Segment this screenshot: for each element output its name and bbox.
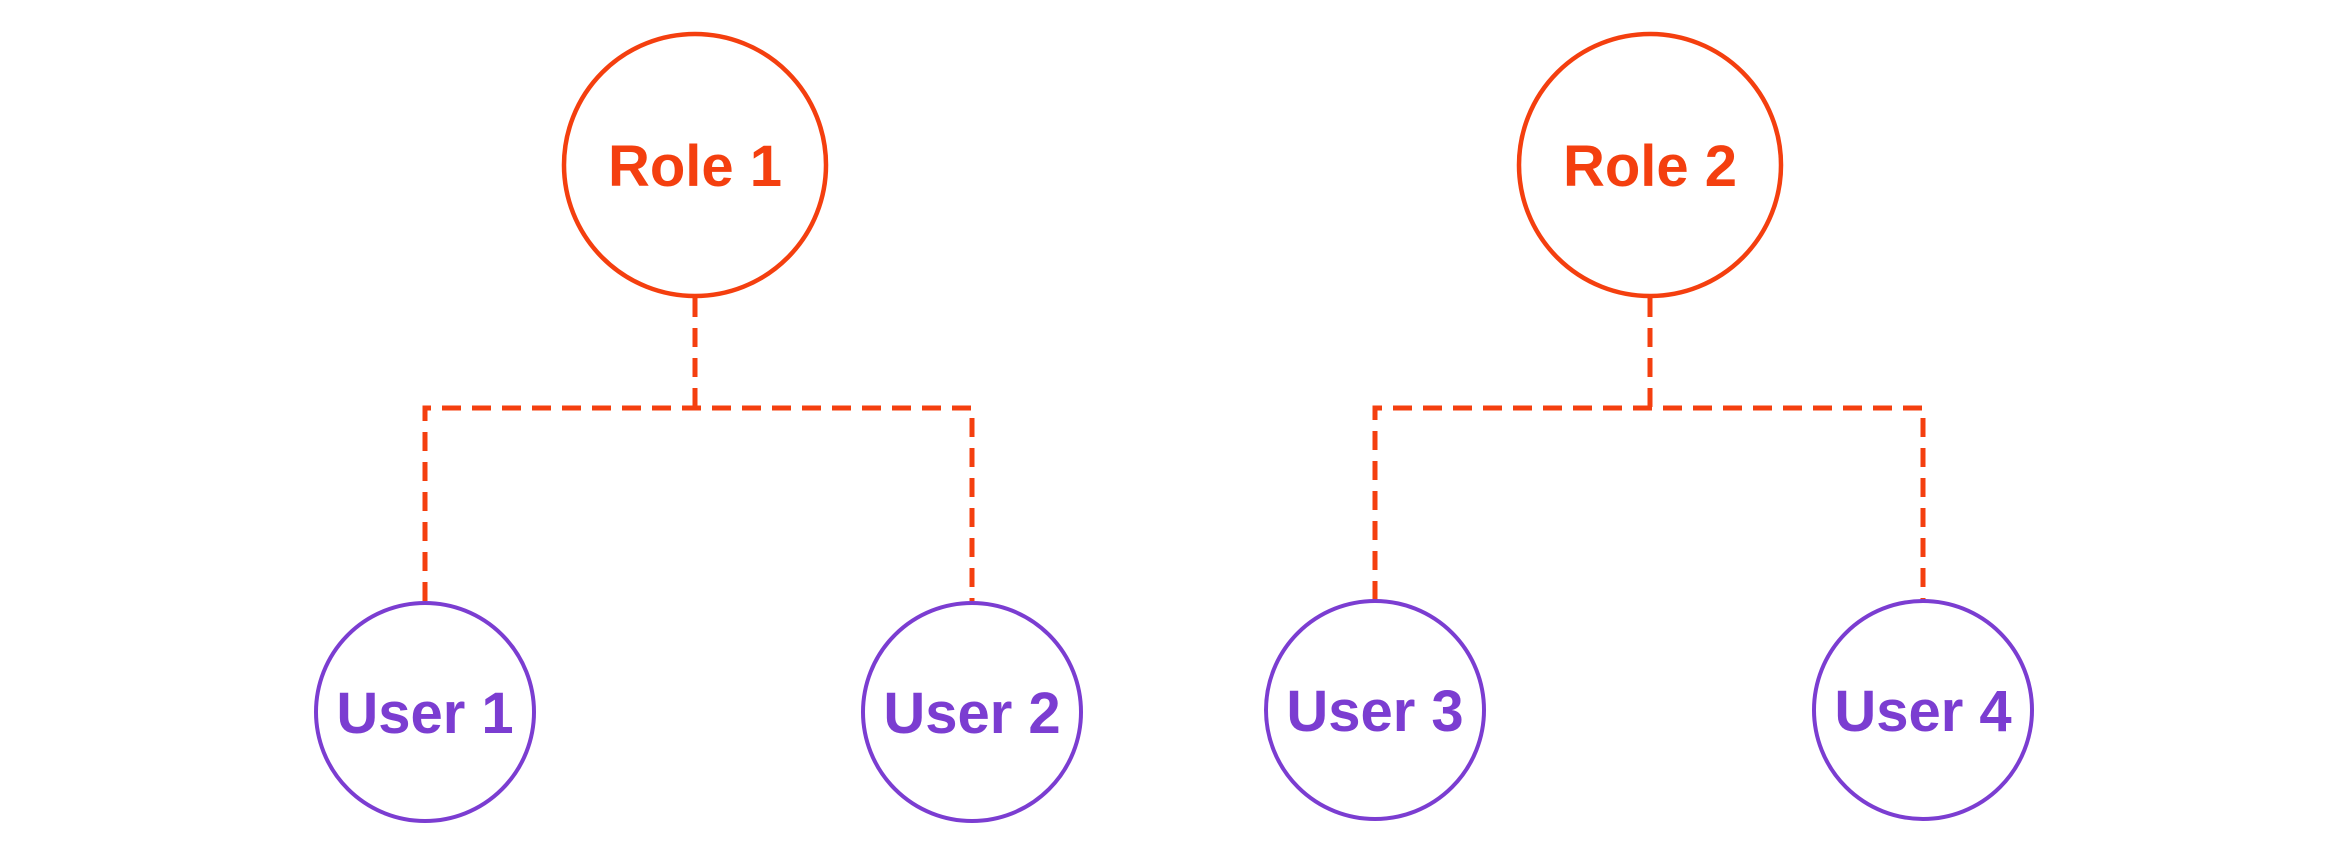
user-4-label: User 4 — [1834, 679, 2011, 744]
role-1-label: Role 1 — [608, 134, 782, 199]
user-4-node: User 4 — [1812, 599, 2034, 821]
user-4-circle — [1812, 599, 2034, 821]
role-2-label: Role 2 — [1563, 134, 1737, 199]
user-3-circle — [1264, 599, 1486, 821]
tree-2-connector — [1372, 298, 1926, 600]
user-2-label: User 2 — [883, 681, 1060, 746]
tree-1-connector — [422, 298, 975, 601]
user-2-circle — [861, 601, 1083, 823]
user-2-node: User 2 — [861, 601, 1083, 823]
user-3-label: User 3 — [1286, 679, 1463, 744]
role-2-circle — [1516, 31, 1784, 299]
user-3-node: User 3 — [1264, 599, 1486, 821]
role-1-circle — [561, 31, 829, 299]
user-1-circle — [314, 601, 536, 823]
role-2-node: Role 2 — [1516, 31, 1784, 299]
role-1-node: Role 1 — [561, 31, 829, 299]
user-1-node: User 1 — [314, 601, 536, 823]
user-1-label: User 1 — [336, 681, 513, 746]
